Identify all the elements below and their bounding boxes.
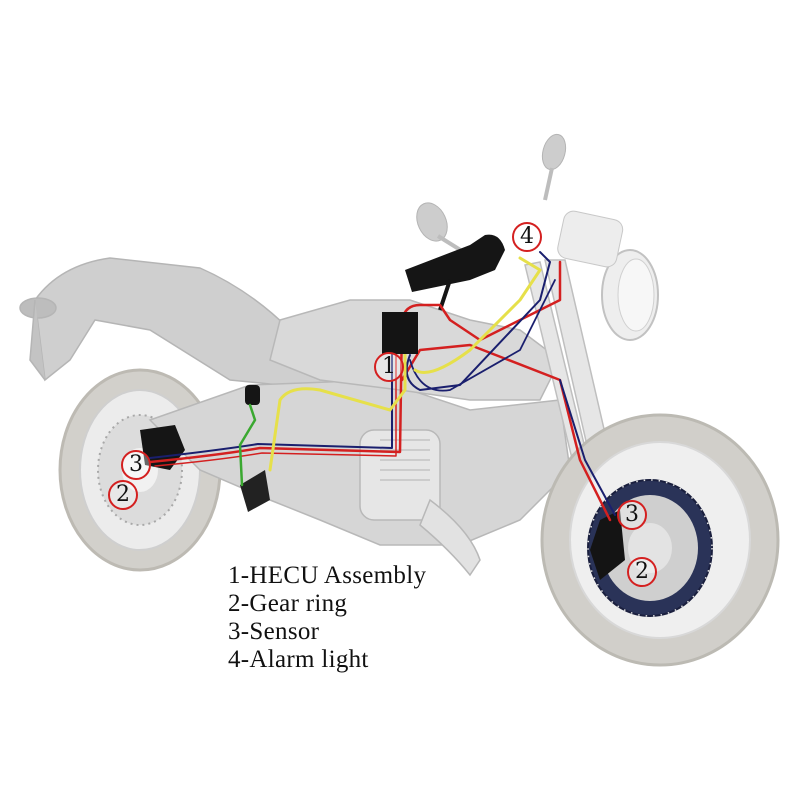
rear-tail-section — [19, 257, 341, 391]
legend-item-hecu: 1-HECU Assembly — [228, 562, 427, 589]
legend-item-sensor: 3-Sensor — [228, 618, 320, 645]
callout-2-rear-gear-ring: 2 — [108, 480, 138, 510]
component-legend: 1-HECU Assembly 2-Gear ring 3-Sensor 4-A… — [228, 562, 426, 674]
hecu-block — [382, 312, 418, 354]
callout-3-rear-sensor: 3 — [121, 450, 151, 480]
legend-item-gear-ring: 2-Gear ring — [228, 590, 348, 617]
callout-3-front-sensor: 3 — [617, 500, 647, 530]
callout-2-front-gear-ring: 2 — [627, 557, 657, 587]
handlebar-grip — [405, 234, 505, 311]
callout-4-alarm-light: 4 — [512, 222, 542, 252]
headlight — [557, 210, 659, 341]
callout-1-hecu: 1 — [374, 352, 404, 382]
legend-item-alarm-light: 4-Alarm light — [228, 646, 369, 673]
front-wheel — [540, 413, 780, 667]
